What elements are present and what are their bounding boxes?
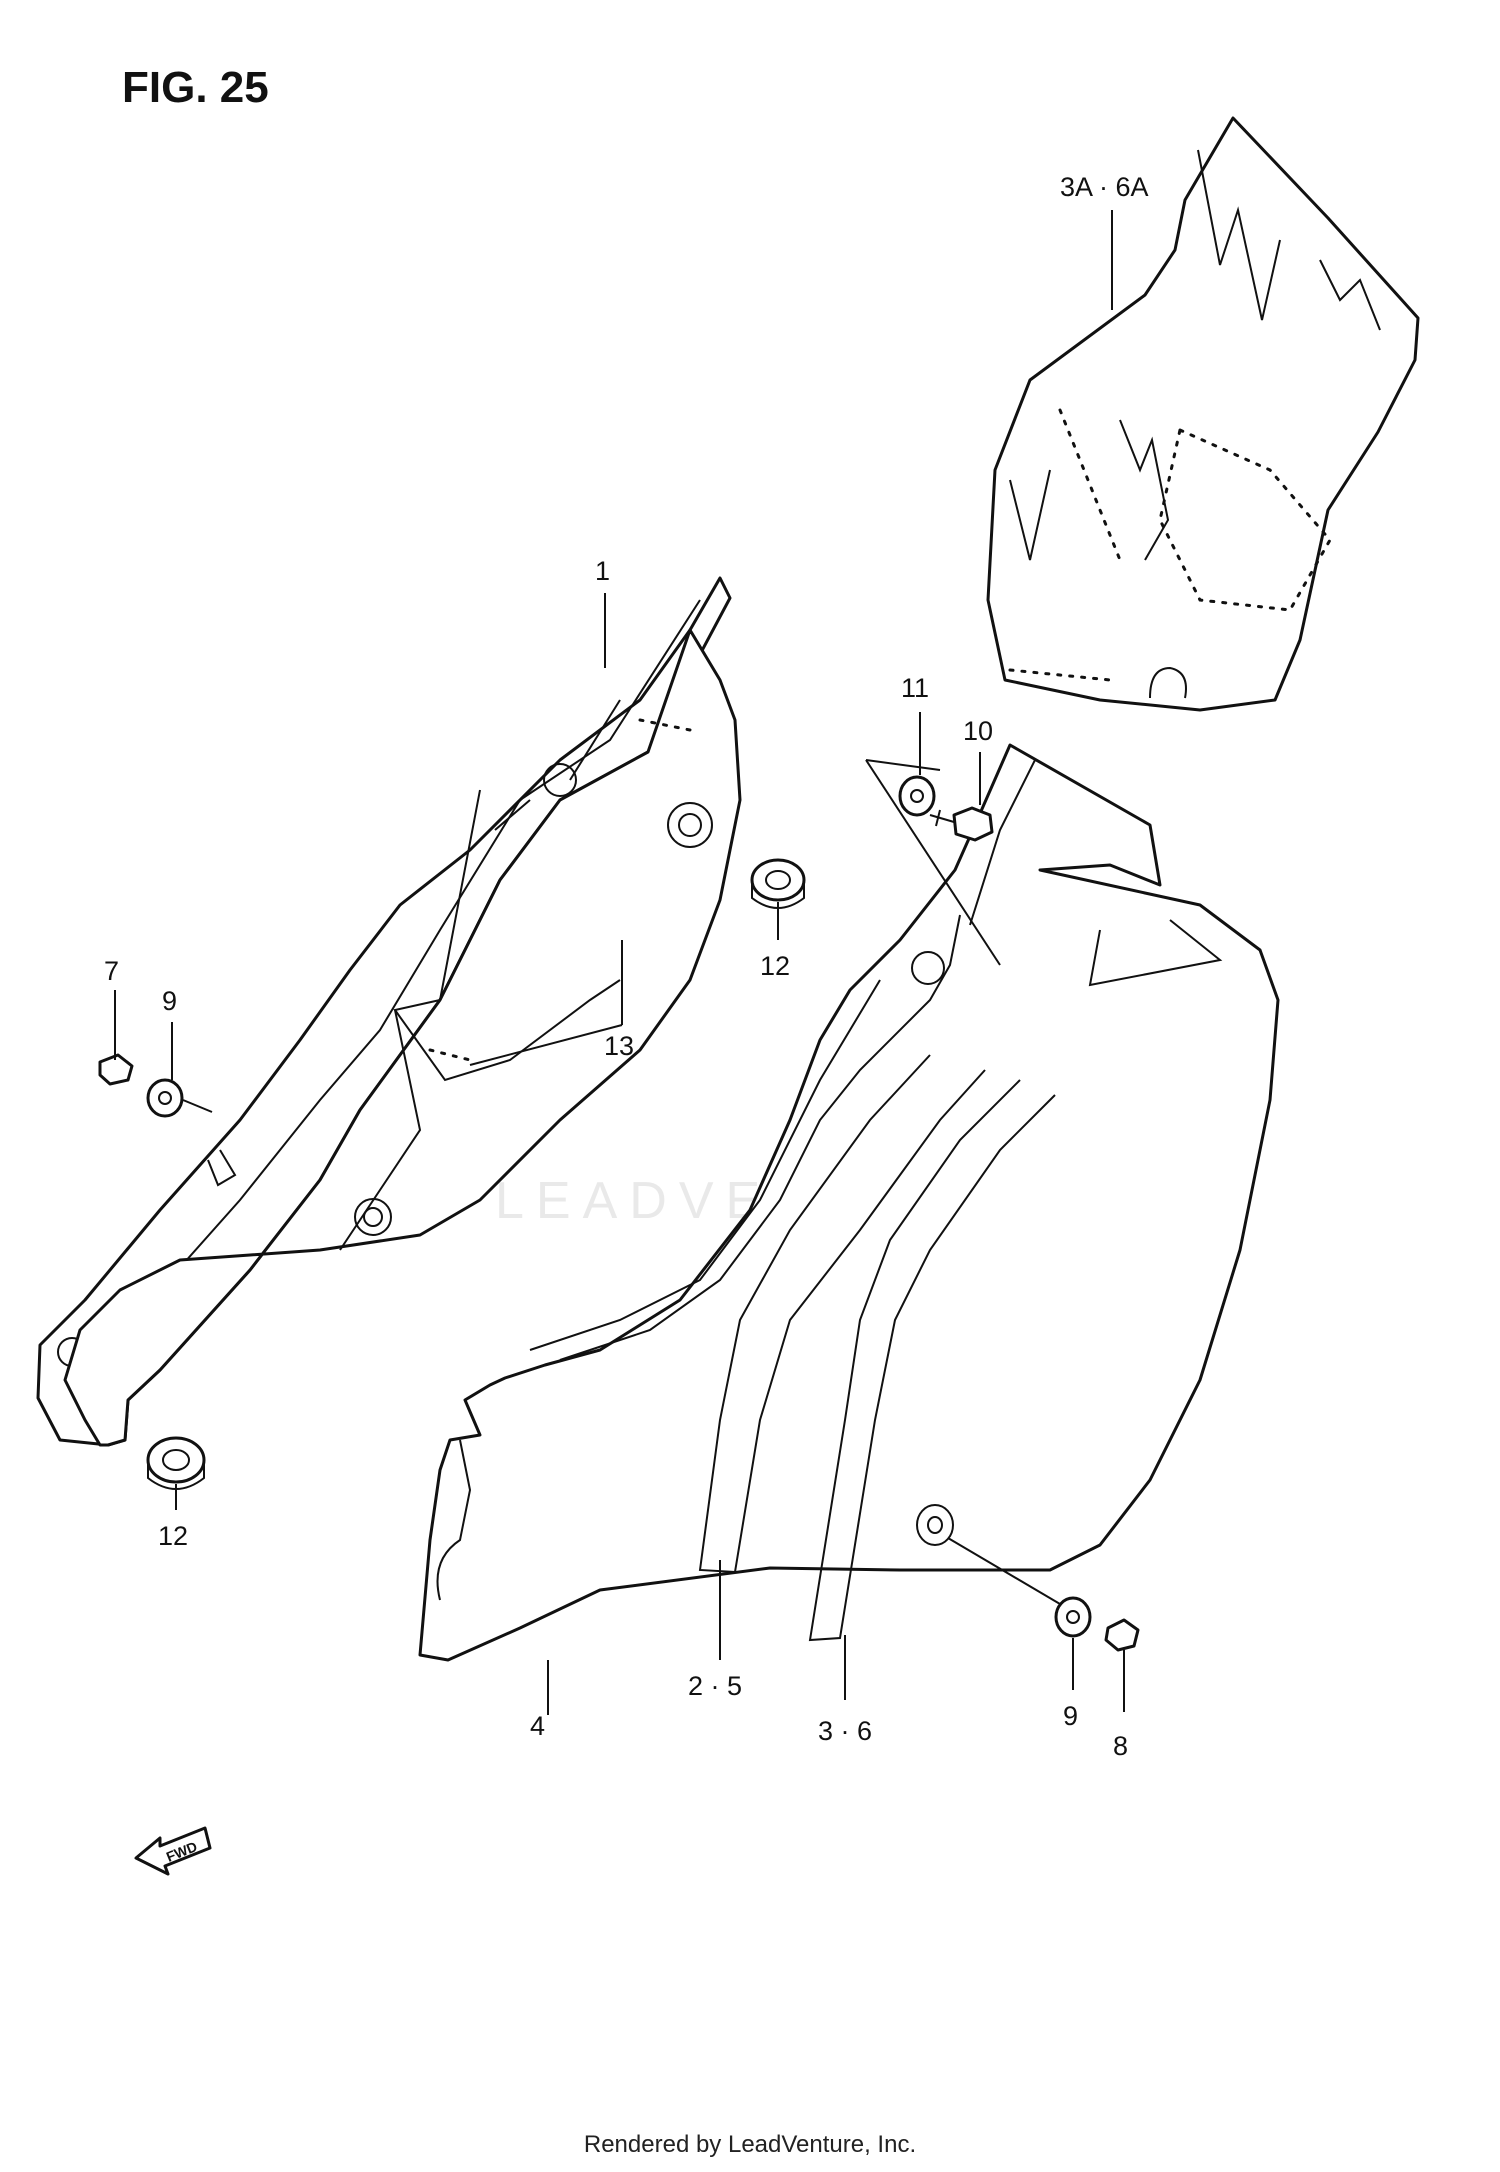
callout-11: 11	[865, 673, 1001, 966]
callout-12-upper: 12	[760, 902, 790, 981]
inner-panel-13	[63, 628, 742, 1447]
callout-2-5: 2 · 5	[688, 1560, 742, 1701]
svg-text:8: 8	[1113, 1731, 1128, 1761]
callout-9-left: 9	[162, 986, 213, 1113]
svg-text:11: 11	[901, 673, 929, 703]
svg-text:3 · 6: 3 · 6	[818, 1716, 872, 1746]
svg-text:9: 9	[162, 986, 177, 1016]
grommet-12-upper	[750, 858, 806, 909]
svg-text:3A · 6A: 3A · 6A	[1060, 172, 1149, 202]
callout-7: 7	[104, 956, 119, 1060]
svg-text:12: 12	[158, 1521, 188, 1551]
callout-3-6: 3 · 6	[818, 1635, 872, 1746]
callout-8: 8	[1113, 1650, 1128, 1761]
washer-11	[898, 775, 936, 817]
svg-text:4: 4	[530, 1711, 545, 1741]
callout-1: 1	[595, 556, 610, 668]
svg-text:1: 1	[595, 556, 610, 586]
washer-9-left	[146, 1078, 184, 1118]
figure-title: FIG. 25	[122, 63, 269, 112]
callout-9-right: 9	[947, 1537, 1078, 1731]
grommet-12-lower	[146, 1436, 206, 1490]
svg-text:10: 10	[963, 716, 993, 746]
footer-credit: Rendered by LeadVenture, Inc.	[584, 2131, 916, 2158]
svg-text:12: 12	[760, 951, 790, 981]
callout-10: 10	[963, 716, 993, 805]
callout-4: 4	[530, 1660, 549, 1741]
screw-8	[1104, 1618, 1140, 1652]
svg-text:7: 7	[104, 956, 119, 986]
svg-text:13: 13	[604, 1031, 634, 1061]
callout-3a-6a: 3A · 6A	[1060, 172, 1149, 310]
svg-text:9: 9	[1063, 1701, 1078, 1731]
callout-12-lower: 12	[158, 1484, 188, 1551]
callout-13: 13	[469, 940, 634, 1066]
svg-text:2 · 5: 2 · 5	[688, 1671, 742, 1701]
front-direction-arrow-icon: FWD	[134, 1826, 212, 1876]
decal-3a-6a	[986, 116, 1420, 712]
washer-9-right	[1054, 1596, 1092, 1638]
bolt-10	[929, 806, 994, 842]
side-cover-4	[418, 743, 1280, 1662]
screw-7	[98, 1053, 134, 1086]
